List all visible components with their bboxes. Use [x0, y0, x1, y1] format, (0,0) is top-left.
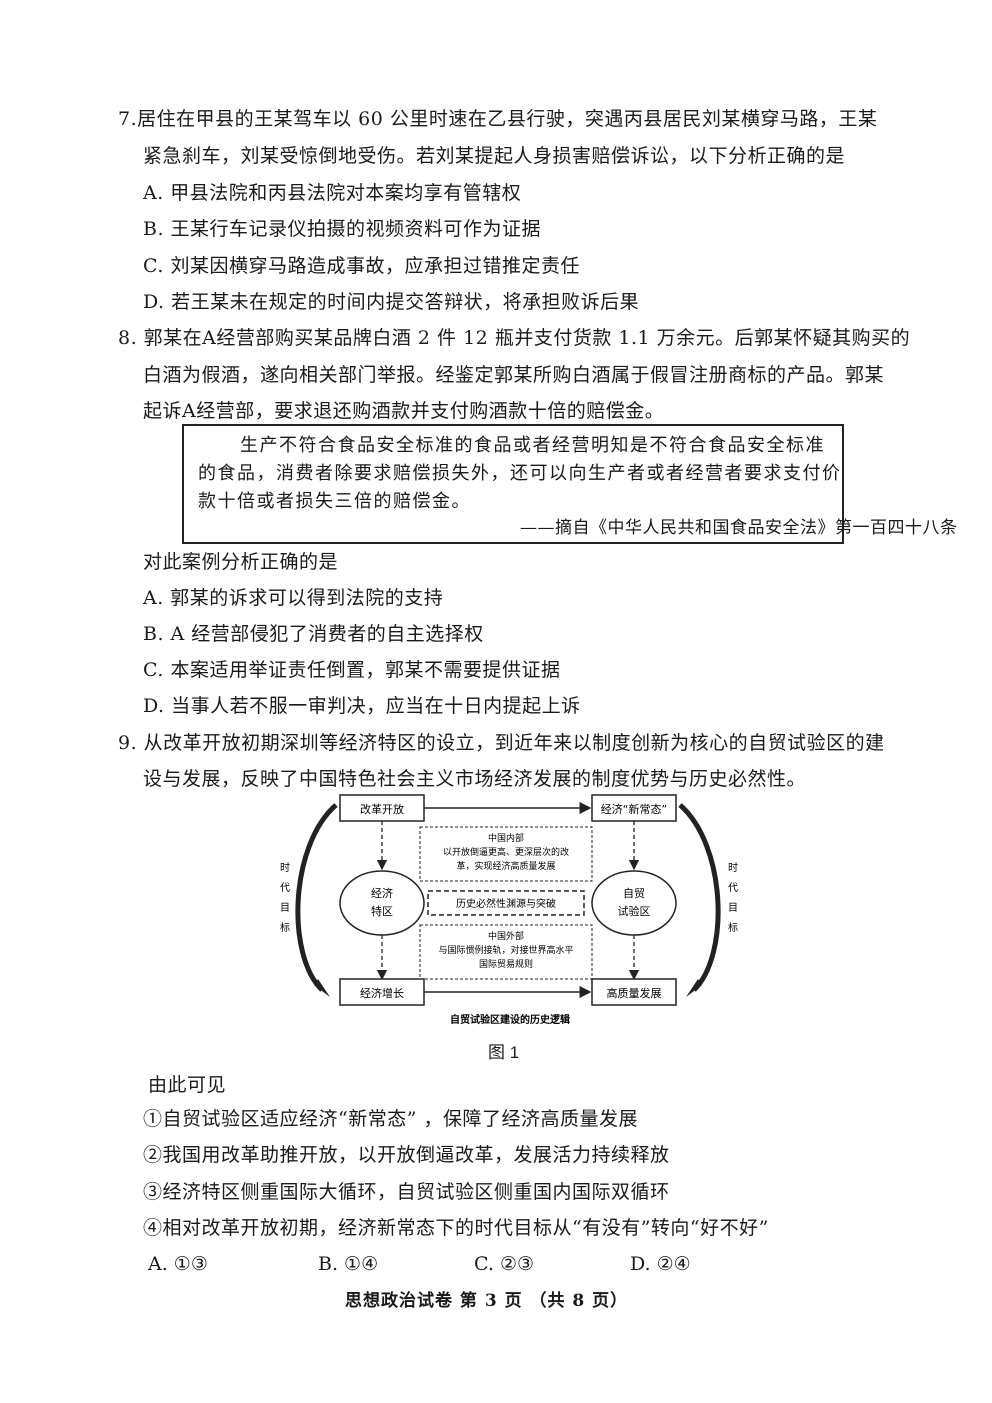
q8-prompt: 对此案例分析正确的是 [143, 551, 339, 573]
q9-stem-line1: 9. 从改革开放初期深圳等经济特区的设立，到近年来以制度创新为核心的自贸试验区的… [118, 732, 885, 754]
q7-option-d: D. 若王某未在规定的时间内提交答辩状，将承担败诉后果 [143, 291, 640, 313]
page-footer: 思想政治试卷 第 3 页 （共 8 页） [345, 1291, 629, 1311]
box-reform-label: 改革开放 [360, 802, 404, 816]
q9-lead: 由此可见 [148, 1074, 227, 1096]
quote-line2: 的食品，消费者除要求赔偿损失外，还可以向生产者或者经营者要求支付价 [198, 463, 842, 484]
circle-right-line1: 自贸 [623, 887, 645, 900]
inner-top-line3: 革，实现经济高质量发展 [456, 860, 555, 872]
box-high-quality-label: 高质量发展 [607, 986, 662, 1000]
free-trade-zone-diagram: 改革开放 经济“新常态” 经济 特区 自贸 试验区 中国内部 以开放倒逼更高、更… [280, 794, 738, 1026]
left-side-label-4: 标 [280, 922, 290, 934]
box-economic-growth [339, 978, 425, 1006]
q8-option-a: A. 郭某的诉求可以得到法院的支持 [143, 587, 444, 609]
q9-choice-a: A. ①③ [148, 1253, 208, 1275]
left-side-label-1: 时 [280, 862, 290, 874]
q9-choice-b: B. ①④ [318, 1253, 379, 1275]
q7-option-c: C. 刘某因横穿马路造成事故，应承担过错推定责任 [143, 255, 580, 277]
q8-option-c: C. 本案适用举证责任倒置，郭某不需要提供证据 [143, 659, 561, 681]
left-curved-arrow-head [314, 979, 330, 997]
q7-option-a: A. 甲县法院和丙县法院对本案均享有管辖权 [143, 182, 522, 204]
left-side-label-2: 代 [280, 882, 290, 894]
inner-box-external [419, 924, 593, 980]
right-side-label-2: 代 [728, 882, 738, 894]
circle-free-trade-zone [591, 870, 677, 936]
q8-stem-line2: 白酒为假酒，遂向相关部门举报。经鉴定郭某所购白酒属于假冒注册商标的产品。郭某 [143, 364, 885, 386]
q8-stem-line3: 起诉A经营部，要求退还购酒款并支付购酒款十倍的赔偿金。 [143, 400, 665, 422]
inner-bot-line2: 与国际惯例接轨，对接世界高水平 [438, 944, 573, 956]
law-quote-box: 生产不符合食品安全标准的食品或者经营明知是不符合食品安全标准 的食品，消费者除要… [182, 424, 957, 544]
q9-statement-1: ①自贸试验区适应经济“新常态” ，保障了经济高质量发展 [143, 1108, 638, 1130]
q7-stem-line2: 紧急刹车，刘某受惊倒地受伤。若刘某提起人身损害赔偿诉讼，以下分析正确的是 [143, 145, 846, 167]
q9-choice-d: D. ②④ [630, 1253, 691, 1275]
right-curved-arrow [678, 803, 721, 992]
q8-stem-line1: 8. 郭某在A经营部购买某品牌白酒 2 件 12 瓶并支付货款 1.1 万余元。… [118, 327, 911, 349]
box-growth-label: 经济增长 [360, 986, 404, 1000]
right-side-label-4: 标 [728, 922, 738, 934]
inner-box-domestic [419, 826, 593, 882]
quote-line1: 生产不符合食品安全标准的食品或者经营明知是不符合食品安全标准 [240, 435, 825, 456]
q8-option-d: D. 当事人若不服一审判决，应当在十日内提起上诉 [143, 695, 581, 717]
quote-line3: 款十倍或者损失三倍的赔偿金。 [198, 491, 471, 512]
circle-special-economic-zone [339, 870, 425, 936]
right-curved-arrow-head [686, 979, 702, 997]
diagram-subtitle: 自贸试验区建设的历史逻辑 [450, 1013, 570, 1026]
box-high-quality [591, 978, 677, 1006]
left-side-label-3: 目 [280, 903, 290, 914]
quote-source: ——摘自《中华人民共和国食品安全法》第一百四十八条 [520, 518, 958, 538]
circle-right-line2: 试验区 [618, 904, 651, 918]
q9-statement-4: ④相对改革开放初期，经济新常态下的时代目标从“有没有”转向“好不好” [143, 1217, 769, 1239]
q7-stem-line1: 7.居住在甲县的王某驾车以 60 公里时速在乙县行驶，突遇丙县居民刘某横穿马路，… [118, 108, 878, 130]
inner-bot-line1: 中国外部 [488, 930, 524, 942]
right-side-label-1: 时 [728, 862, 738, 874]
inner-top-line1: 中国内部 [488, 832, 524, 844]
right-side-label-3: 目 [728, 903, 738, 914]
inner-mid-label: 历史必然性渊源与突破 [456, 897, 556, 910]
figure-caption: 图 1 [488, 1043, 520, 1062]
q9-statement-3: ③经济特区侧重国际大循环，自贸试验区侧重国内国际双循环 [143, 1181, 670, 1203]
q8-option-b: B. A 经营部侵犯了消费者的自主选择权 [143, 623, 484, 645]
circle-left-line1: 经济 [371, 886, 393, 900]
q9-stem-line2: 设与发展，反映了中国特色社会主义市场经济发展的制度优势与历史必然性。 [143, 768, 807, 790]
q9-statement-2: ②我国用改革助推开放，以开放倒逼改革，发展活力持续释放 [143, 1144, 670, 1166]
inner-box-historical [427, 890, 585, 916]
left-curved-arrow [295, 803, 338, 992]
circle-left-line2: 特区 [371, 904, 393, 918]
q7-option-b: B. 王某行车记录仪拍摄的视频资料可作为证据 [143, 218, 542, 240]
inner-top-line2: 以开放倒逼更高、更深层次的改 [443, 846, 569, 858]
q9-choice-c: C. ②③ [474, 1253, 535, 1275]
inner-bot-line3: 国际贸易规则 [479, 958, 533, 970]
box-new-normal-label: 经济“新常态” [601, 802, 667, 816]
